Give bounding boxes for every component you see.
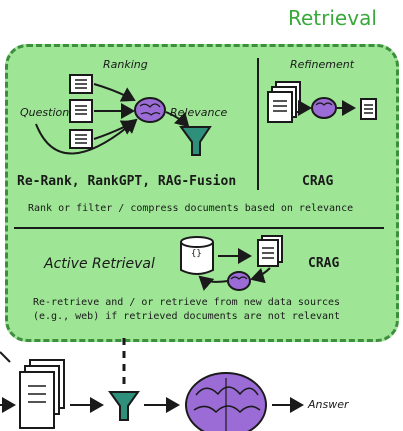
refinement-header: Refinement bbox=[290, 58, 355, 71]
active-description-line1: Re-retrieve and / or retrieve from new d… bbox=[33, 297, 341, 308]
active-description-line2: (e.g., web) if retrieved documents are n… bbox=[33, 311, 341, 322]
database-label: {} bbox=[191, 249, 202, 259]
ranking-header: Ranking bbox=[103, 58, 148, 71]
active-doc-stack-icon bbox=[257, 235, 283, 267]
arrow-brain-to-funnel bbox=[165, 111, 190, 128]
arrow-left-stub bbox=[0, 351, 11, 363]
flow-brain-icon bbox=[185, 372, 267, 431]
summary-top: Rank or filter / compress documents base… bbox=[28, 203, 354, 214]
relevance-label: Relevance bbox=[170, 106, 228, 119]
flow-doc-stack-icon bbox=[19, 359, 65, 429]
arrow-docs-to-brain bbox=[250, 267, 271, 284]
refinement-doc-icon bbox=[360, 98, 377, 120]
active-method: CRAG bbox=[308, 256, 340, 271]
ranking-doc-icon-2 bbox=[69, 99, 93, 123]
question-label: Question bbox=[20, 106, 70, 119]
database-icon bbox=[180, 236, 214, 275]
flow-funnel-icon bbox=[108, 391, 140, 421]
ranking-doc-icon-1 bbox=[69, 74, 93, 94]
refinement-method: CRAG bbox=[302, 174, 334, 189]
refinement-brain-icon bbox=[311, 97, 337, 119]
active-brain-icon bbox=[227, 271, 251, 291]
active-retrieval-header: Active Retrieval bbox=[44, 256, 155, 272]
ranking-brain-icon bbox=[134, 97, 166, 123]
arrow-doc1-to-brain bbox=[93, 83, 136, 102]
ranking-methods: Re-Rank, RankGPT, RAG-Fusion bbox=[17, 174, 237, 189]
arrow-question-to-brain bbox=[35, 118, 138, 155]
relevance-funnel-icon bbox=[179, 126, 212, 156]
refinement-doc-stack-icon bbox=[267, 81, 301, 123]
ranking-doc-icon-3 bbox=[69, 129, 93, 149]
answer-label: Answer bbox=[308, 398, 349, 411]
diagram-title: Retrieval bbox=[288, 6, 377, 30]
arrow-brain-to-db bbox=[198, 275, 229, 291]
